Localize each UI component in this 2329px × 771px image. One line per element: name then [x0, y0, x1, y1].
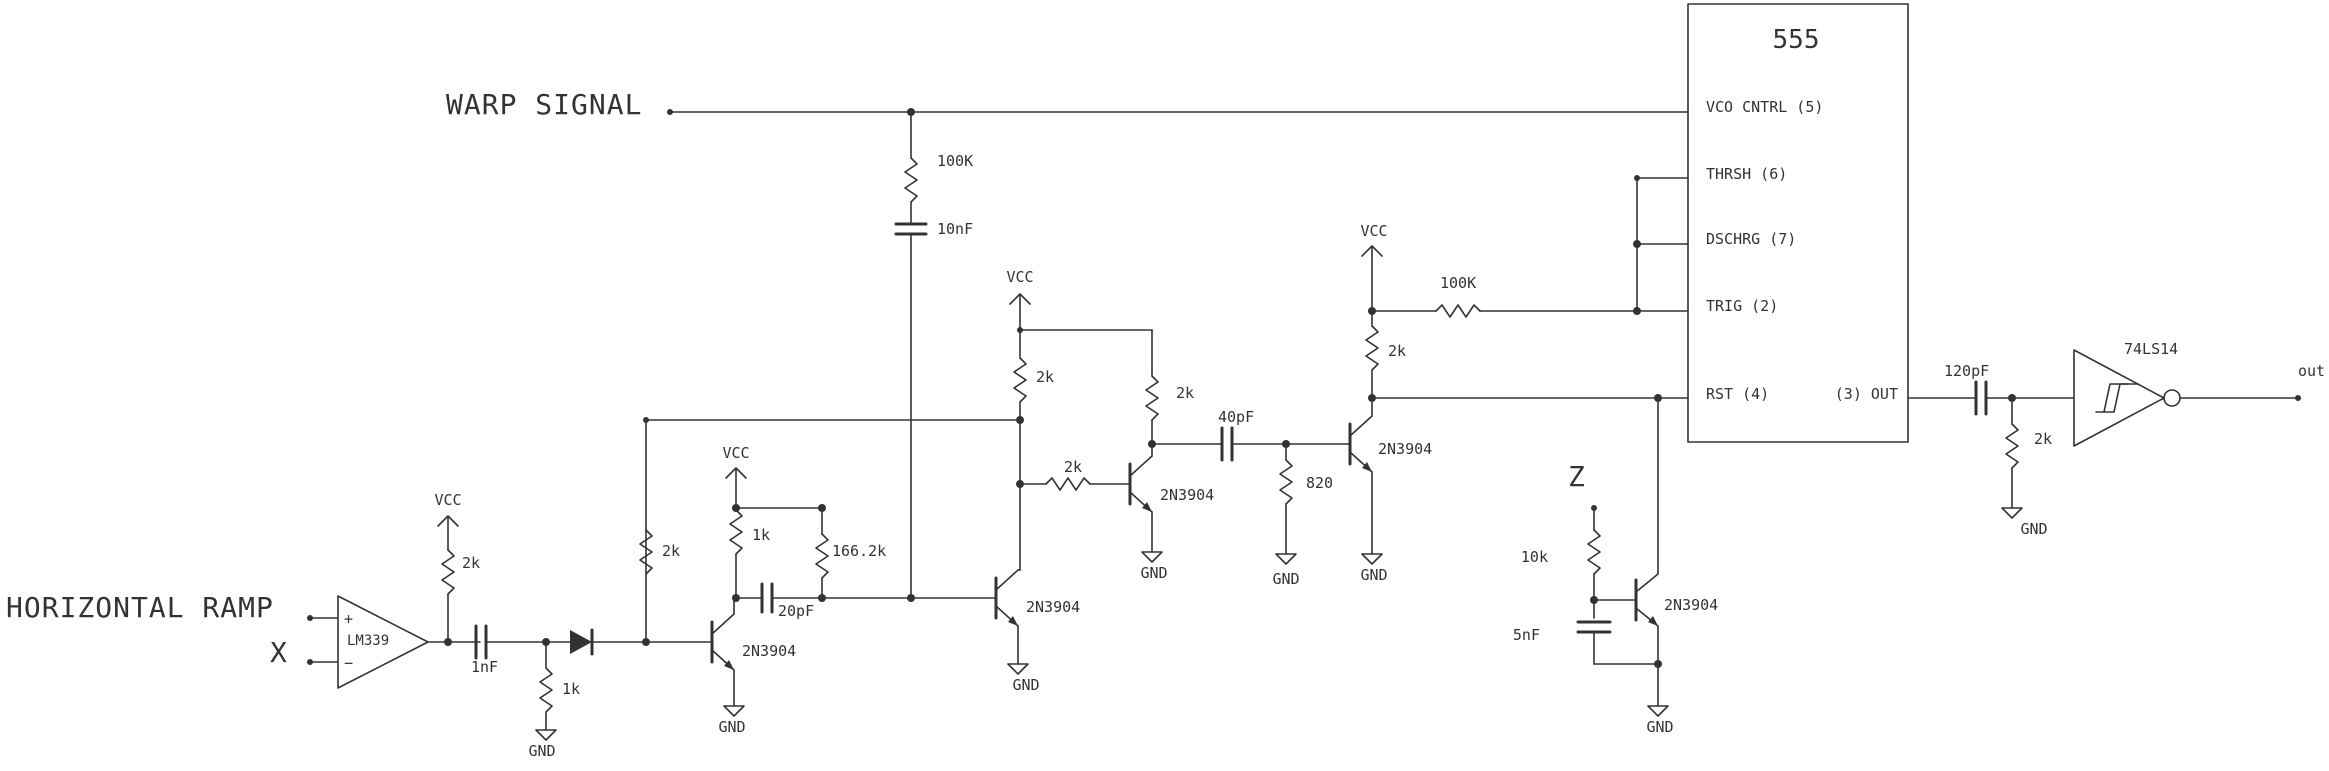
svg-text:GND: GND [1646, 718, 1673, 736]
svg-text:GND: GND [718, 718, 745, 736]
q1-collector-network: 1k VCC 166.2k 20pF [722, 444, 997, 620]
svg-text:VCC: VCC [722, 444, 749, 462]
trigger-network: 2k VCC 100K [1360, 175, 1689, 575]
svg-text:2N3904: 2N3904 [1026, 598, 1080, 616]
z-label: Z [1568, 460, 1586, 493]
svg-text:1k: 1k [752, 526, 770, 544]
svg-text:2N3904: 2N3904 [742, 642, 796, 660]
label-100k: 100K [937, 152, 973, 170]
resistor-2k-base [639, 529, 653, 575]
svg-text:20pF: 20pF [778, 602, 814, 620]
resistor-166k [815, 533, 829, 579]
label-lm339: LM339 [347, 633, 389, 649]
pin-thrsh-label: THRSH (6) [1706, 165, 1787, 183]
pin-trig-label: TRIG (2) [1706, 297, 1778, 315]
warp-signal-net: WARP SIGNAL 100K 10nF [446, 88, 1689, 598]
pin-vco-label: VCO CNTRL (5) [1706, 98, 1823, 116]
svg-text:1k: 1k [562, 680, 580, 698]
ic-555-title: 555 [1773, 25, 1820, 55]
svg-text:820: 820 [1306, 474, 1333, 492]
output-stage: 120pF 2k GND 74LS14 out [1907, 340, 2325, 538]
resistor-1k-input [539, 667, 553, 713]
comparator-lm339 [337, 595, 429, 689]
svg-text:1nF: 1nF [471, 658, 498, 676]
diode [570, 630, 592, 654]
svg-text:120pF: 120pF [1944, 362, 1989, 380]
resistor-2k-q4-collector [1145, 375, 1159, 421]
svg-text:VCC: VCC [434, 491, 461, 509]
svg-text:2k: 2k [1064, 458, 1082, 476]
transistor-q4: 2N3904 GND [1128, 440, 1214, 582]
svg-text:+: + [344, 610, 353, 628]
warp-signal-label: WARP SIGNAL [446, 88, 642, 121]
svg-text:100K: 100K [1440, 274, 1476, 292]
transistor-q2: 2N3904 GND [994, 419, 1080, 694]
svg-text:2k: 2k [1036, 368, 1054, 386]
z-blanking-stage: Z 10k 5nF 2N3904 GND [1513, 460, 1718, 736]
svg-text:40pF: 40pF [1218, 408, 1254, 426]
svg-text:2k: 2k [2034, 430, 2052, 448]
transistor-q5: 2N3904 GND [1348, 397, 1432, 584]
svg-text:2k: 2k [1176, 384, 1194, 402]
svg-text:GND: GND [528, 742, 555, 760]
svg-text:VCC: VCC [1360, 222, 1387, 240]
pin-out-label: (3) OUT [1835, 385, 1898, 403]
svg-text:GND: GND [1360, 566, 1387, 584]
svg-text:5nF: 5nF [1513, 626, 1540, 644]
svg-text:2N3904: 2N3904 [1378, 440, 1432, 458]
resistor-2k-q5-collector [1365, 325, 1379, 371]
ic-555-body [1687, 3, 1909, 443]
svg-text:166.2k: 166.2k [832, 542, 886, 560]
resistor-820 [1279, 459, 1293, 505]
resistor-100k-trig [1435, 304, 1481, 318]
svg-text:GND: GND [2020, 520, 2047, 538]
svg-text:2k: 2k [662, 542, 680, 560]
svg-text:2N3904: 2N3904 [1664, 596, 1718, 614]
inverter-74ls14 [2073, 349, 2165, 447]
svg-text:10k: 10k [1521, 548, 1548, 566]
pin-rst-label: RST (4) [1706, 385, 1769, 403]
svg-text:GND: GND [1012, 676, 1039, 694]
resistor-2k-output [2005, 423, 2019, 469]
out-label: out [2298, 362, 2325, 380]
label-10nf: 10nF [937, 220, 973, 238]
horizontal-ramp-label: HORIZONTAL RAMP [6, 591, 274, 624]
resistor-2k-q4-base [1045, 477, 1091, 491]
x-label: X [270, 636, 288, 669]
svg-text:GND: GND [1272, 570, 1299, 588]
resistor-10k [1587, 529, 1601, 575]
resistor-2k-q3-collector [1013, 357, 1027, 403]
label-74ls14: 74LS14 [2124, 340, 2178, 358]
coupling-40pf: 40pF 820 GND [1151, 408, 1351, 588]
svg-text:2N3904: 2N3904 [1160, 486, 1214, 504]
q3-stage: 2k VCC 2k 2k [1006, 268, 1194, 491]
input-stage: HORIZONTAL RAMP X + − LM339 2k VCC 1nF 1… [6, 417, 1021, 760]
svg-text:GND: GND [1140, 564, 1167, 582]
svg-text:−: − [344, 654, 353, 672]
transistor-q1: 2N3904 GND [710, 597, 796, 736]
svg-text:2k: 2k [462, 554, 480, 572]
vcc-arrow [437, 515, 459, 527]
pin-dschrg-label: DSCHRG (7) [1706, 230, 1796, 248]
svg-text:VCC: VCC [1006, 268, 1033, 286]
resistor-2k-pullup [441, 549, 455, 595]
ic-555: 555 VCO CNTRL (5) THRSH (6) DSCHRG (7) T… [1687, 3, 1909, 443]
resistor-100k [904, 157, 918, 203]
gnd-symbol [535, 729, 557, 741]
resistor-1k-collector [729, 509, 743, 555]
svg-text:2k: 2k [1388, 342, 1406, 360]
